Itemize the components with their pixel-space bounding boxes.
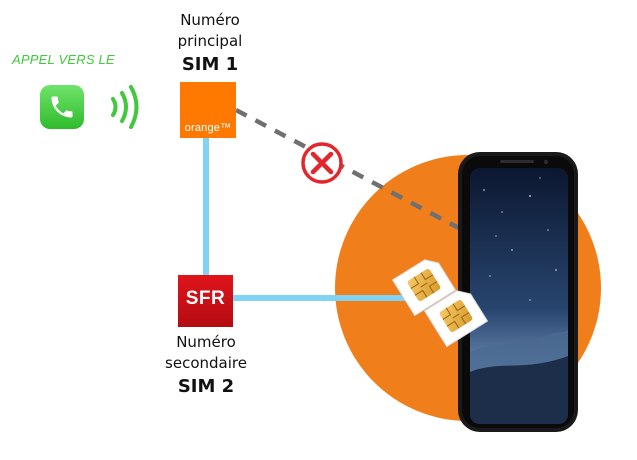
sim1-name: SIM 1 — [181, 54, 239, 75]
sim1-line1: Numéro — [180, 11, 240, 29]
sim-card-icon-1 — [391, 259, 457, 317]
smartphone — [458, 152, 578, 432]
orange-logo-text: orange™ — [184, 122, 232, 134]
phone-icon — [40, 85, 84, 129]
sim2-label: Numéro secondaire SIM 2 — [158, 332, 254, 397]
cross-icon — [301, 142, 343, 184]
orange-logo: orange™ — [180, 82, 236, 138]
sim1-label: Numéro principal SIM 1 — [166, 10, 254, 75]
sfr-logo: SFR — [178, 275, 233, 327]
sim1-line2: principal — [177, 32, 243, 50]
sim2-line2: secondaire — [165, 354, 247, 372]
sim2-name: SIM 2 — [177, 376, 235, 397]
signal-waves-icon — [111, 85, 139, 129]
link-sim1-phone-blocked — [234, 108, 474, 237]
call-label: APPEL VERS LE — [12, 52, 115, 67]
sfr-logo-text: SFR — [185, 288, 226, 309]
sim-card-icon-2 — [423, 290, 489, 348]
sim2-line1: Numéro — [176, 333, 236, 351]
